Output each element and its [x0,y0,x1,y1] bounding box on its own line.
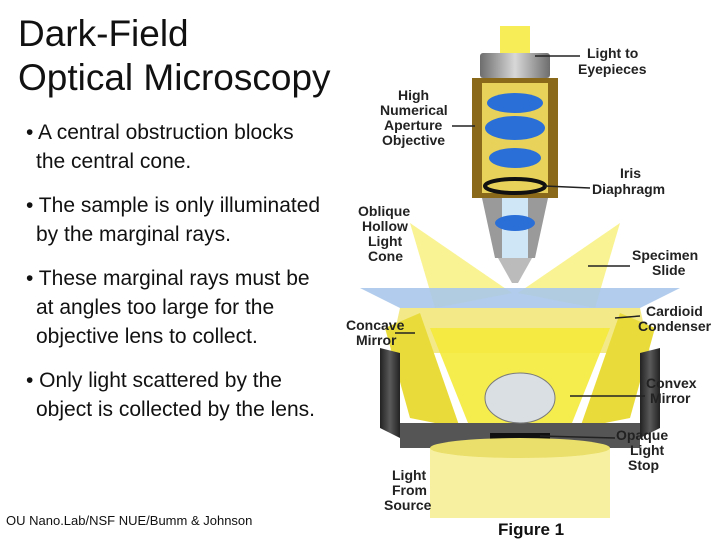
label-light-from-source: Light From Source [384,467,432,513]
bullet-scattered-light: • Only light scattered by the object is … [26,369,315,421]
bullet-marginal-illumination: • The sample is only illuminated by the … [26,194,321,246]
label-concave-mirror: Concave Mirror [346,317,408,348]
figure-caption: Figure 1 [498,520,564,539]
label-light-to-eyepieces: Light to Eyepieces [578,45,647,77]
label-oblique-hollow-light-cone: Oblique Hollow Light Cone [358,203,414,264]
dark-field-microscope-diagram: Light to Eyepieces High Numerical Apertu… [346,26,712,539]
specimen-slide [360,288,680,308]
objective-lens [472,53,558,283]
bullet-angle-too-large: • These marginal rays must be at angles … [26,267,310,348]
label-opaque-light-stop: Opaque Light Stop [616,427,672,473]
bullet-central-obstruction: • A central obstruction blocks the centr… [26,121,294,173]
light-from-source [430,448,610,518]
bullet-list: • A central obstruction blocks the centr… [26,118,326,439]
label-specimen-slide: Specimen Slide [632,247,702,278]
label-objective: High Numerical Aperture Objective [380,87,452,148]
label-cardioid-condenser: Cardioid Condenser [638,303,712,334]
slide-title: Dark-Field Optical Microscopy [18,13,331,98]
label-iris-diaphragm: Iris Diaphragm [592,165,665,197]
convex-mirror [484,372,556,424]
oblique-light-cone [410,223,512,308]
opaque-light-stop [490,433,550,441]
label-convex-mirror: Convex Mirror [646,375,700,406]
leader-lines [395,55,645,439]
credit-line: OU Nano.Lab/NSF NUE/Bumm & Johnson [6,513,253,528]
